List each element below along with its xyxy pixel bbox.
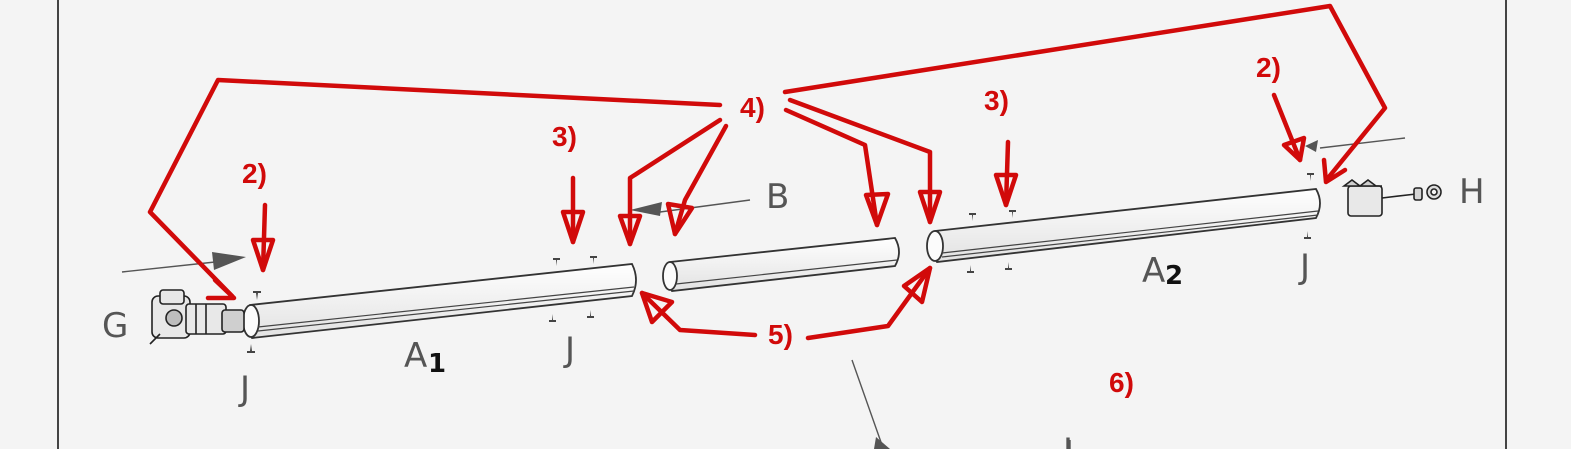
- rod-a1: [242, 263, 637, 339]
- label-a2-sub: 2: [1165, 261, 1183, 291]
- end-cap-h-icon: [1341, 179, 1442, 217]
- label-j-middle: J: [563, 330, 575, 370]
- label-j-bottom: J: [1061, 431, 1073, 449]
- motor-g-icon: [149, 289, 245, 345]
- rod-a2: [926, 188, 1321, 263]
- step-3-right: 3): [984, 85, 1009, 116]
- step-3-left: 3): [552, 121, 577, 152]
- step-6: 6): [1109, 367, 1134, 398]
- label-a1-sub: 1: [428, 349, 446, 379]
- label-j-left: J: [238, 369, 250, 409]
- rod-b: [662, 237, 900, 292]
- step-2-right: 2): [1256, 52, 1281, 83]
- red-arrows: [147, 3, 1388, 341]
- label-h: H: [1459, 172, 1485, 212]
- label-b: B: [766, 177, 789, 217]
- label-a1: A: [404, 336, 427, 376]
- leader-lines: [121, 137, 1406, 449]
- step-2-left: 2): [242, 158, 267, 189]
- screw-icon: [247, 173, 1314, 353]
- step-4: 4): [740, 92, 765, 123]
- pointer-arrowheads: [212, 140, 1318, 449]
- step-5: 5): [768, 319, 793, 350]
- label-a2: A: [1142, 251, 1165, 291]
- label-g: G: [102, 306, 128, 346]
- page-frame: [57, 0, 1507, 449]
- label-j-right: J: [1298, 247, 1310, 287]
